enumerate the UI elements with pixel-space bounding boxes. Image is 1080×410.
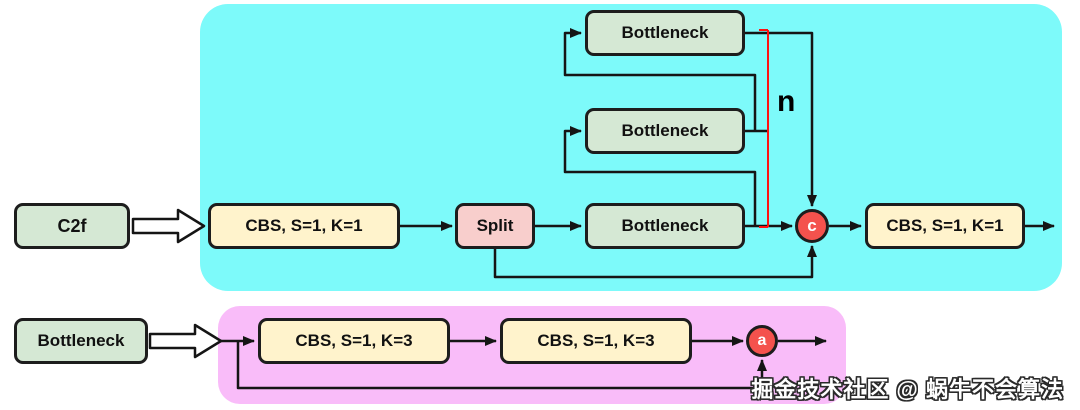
bottleneck-cbs-second-node: CBS, S=1, K=3 [500, 318, 692, 364]
bottleneck-cbs-first-node: CBS, S=1, K=3 [258, 318, 450, 364]
cbs-input-node: CBS, S=1, K=1 [208, 203, 400, 249]
wire-loop-to-top-bottleneck [563, 28, 757, 131]
wire-split-bypass-to-concat [493, 245, 817, 279]
block-arrow-c2f-input [131, 208, 206, 244]
bottleneck-node-bottom: Bottleneck [585, 203, 745, 249]
c2f-input-node: C2f [14, 203, 130, 249]
cbs-output-node: CBS, S=1, K=1 [865, 203, 1025, 249]
watermark-text: 掘金技术社区 @ 蜗牛不会算法 [751, 377, 1064, 402]
add-node: a [746, 325, 778, 357]
block-arrow-bottleneck-input [148, 323, 223, 359]
bottleneck-input-node: Bottleneck [14, 318, 148, 364]
repeat-bracket-ticks [759, 29, 768, 228]
concat-node: c [795, 209, 829, 243]
bottleneck-node-top: Bottleneck [585, 10, 745, 56]
bottleneck-node-middle: Bottleneck [585, 108, 745, 154]
wire-residual-bypass-to-add [236, 341, 767, 390]
repeat-count-label: n [777, 85, 796, 118]
wire-loop-to-middle-bottleneck [563, 126, 757, 226]
split-node: Split [455, 203, 535, 249]
